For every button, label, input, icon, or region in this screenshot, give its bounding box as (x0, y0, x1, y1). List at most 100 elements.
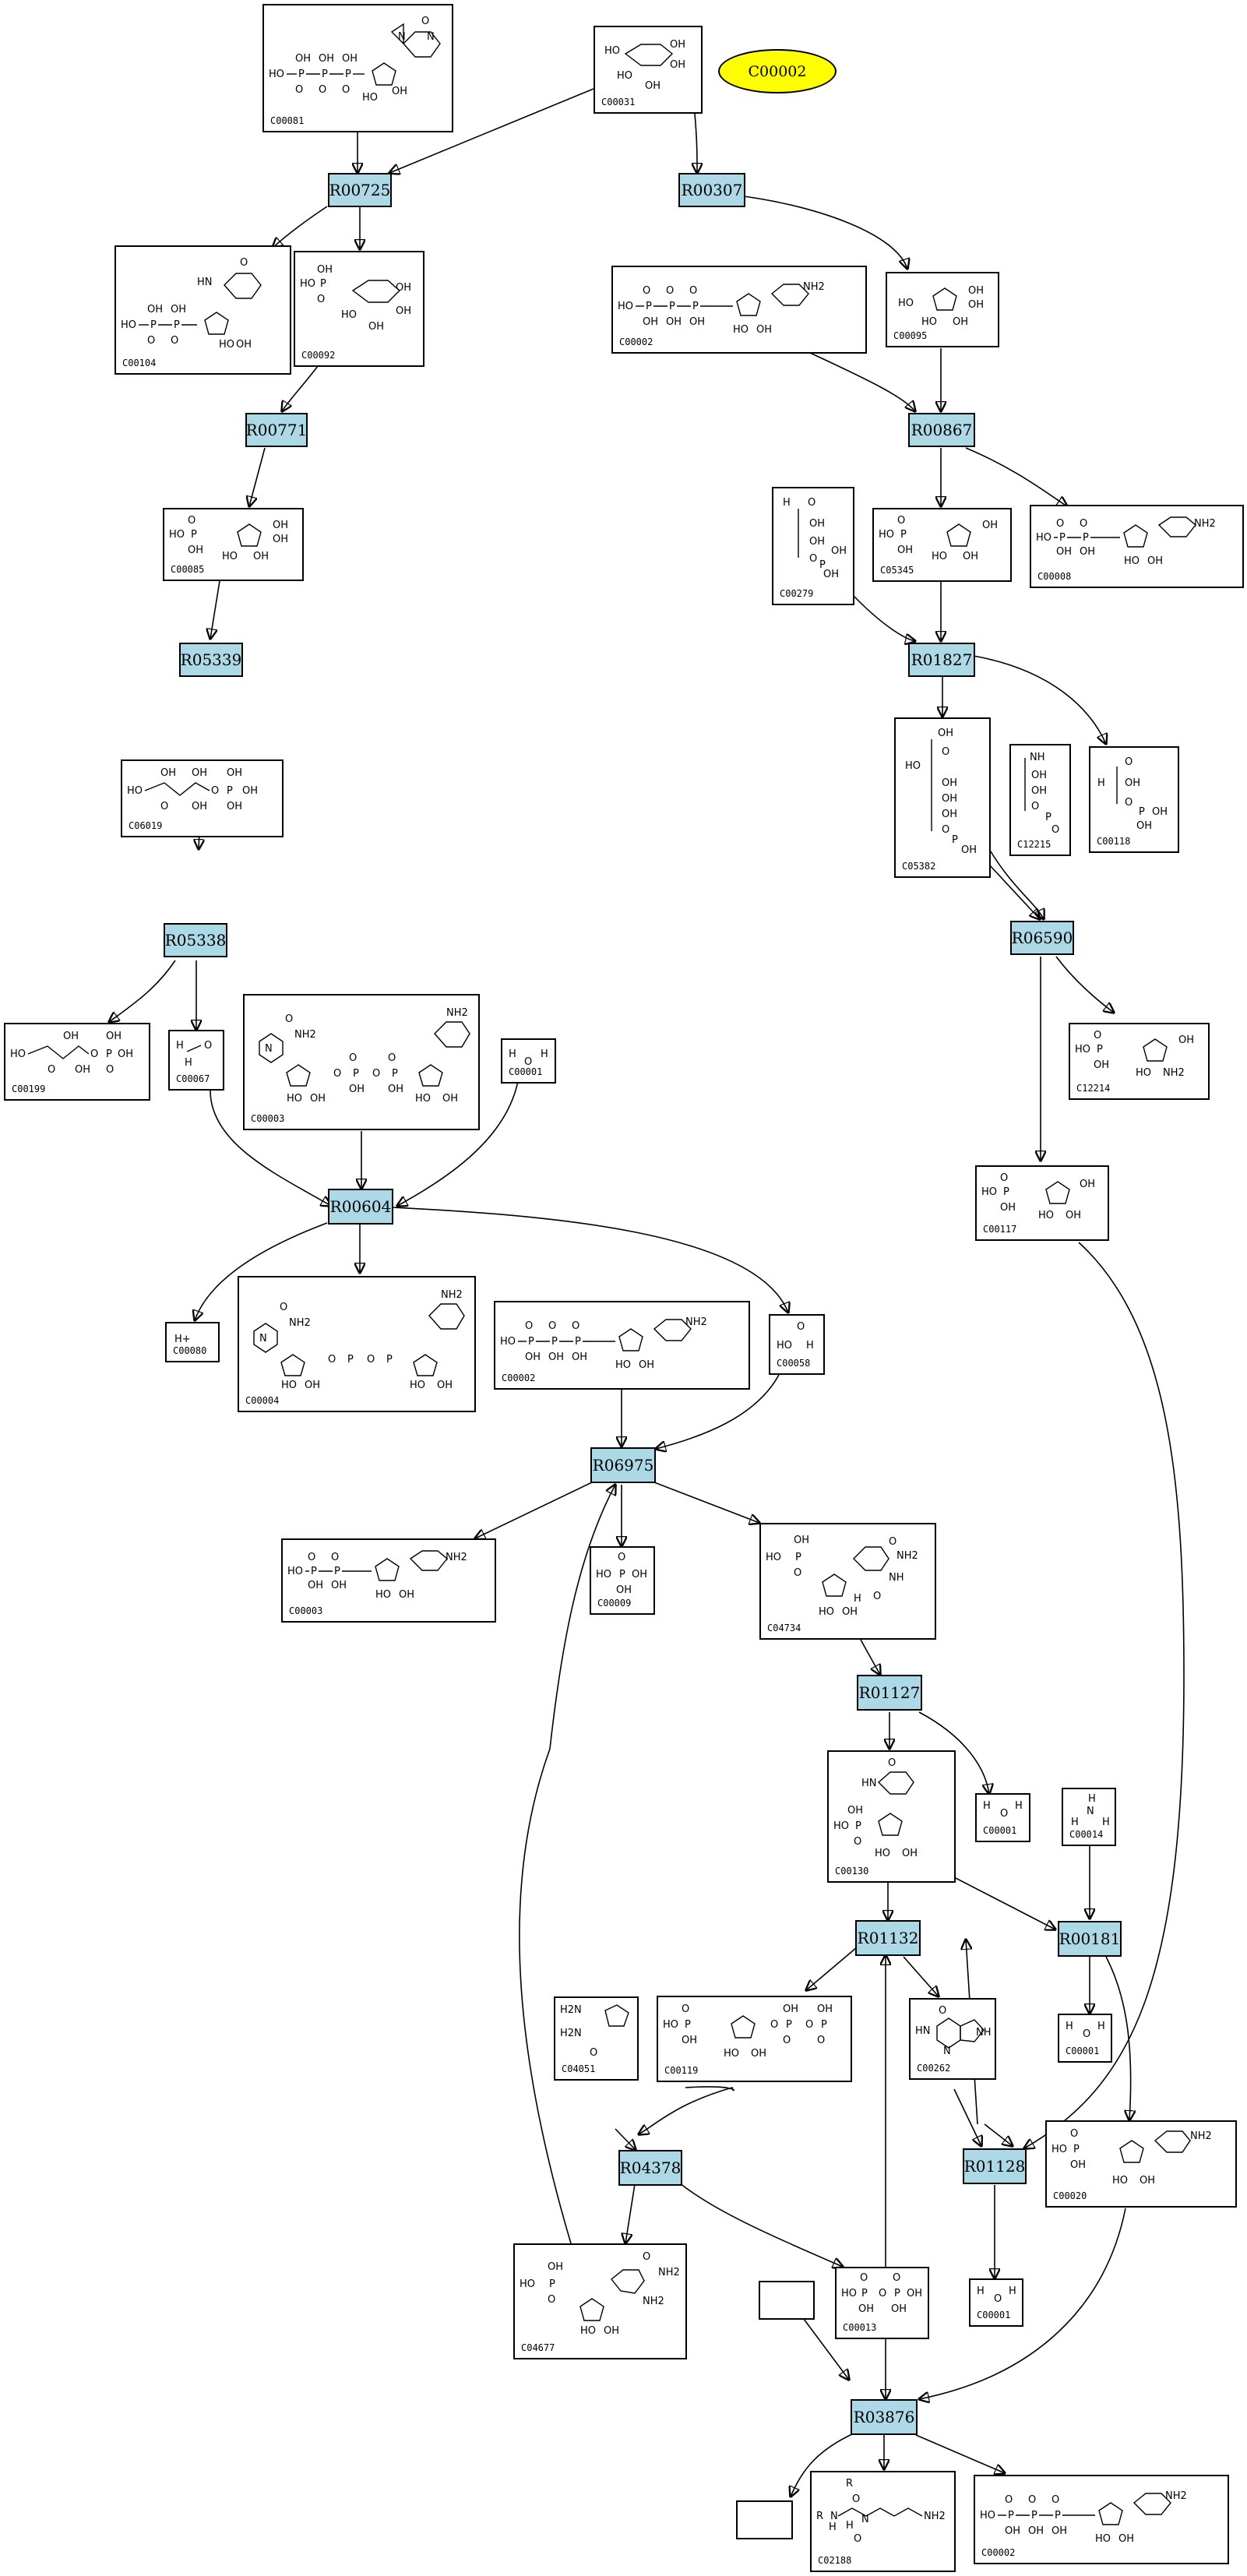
reaction-node[interactable]: R03876 (851, 2399, 918, 2435)
compound-id: C00031 (601, 97, 636, 107)
compound-id: C00003 (289, 1605, 323, 1616)
svg-text:H: H (1097, 2021, 1105, 2032)
svg-text:OH: OH (1152, 806, 1168, 818)
svg-text:O: O (939, 2005, 946, 2017)
reaction-node[interactable]: R06590 (1010, 921, 1074, 955)
svg-text:P: P (861, 2288, 868, 2299)
svg-text:H: H (806, 1340, 814, 1351)
reaction-node[interactable]: R00771 (245, 413, 308, 447)
svg-text:O: O (893, 2272, 900, 2284)
svg-text:OH: OH (319, 53, 334, 65)
svg-text:HO: HO (1124, 555, 1140, 567)
reaction-node[interactable]: R01827 (908, 643, 975, 677)
edge (397, 1080, 519, 1206)
svg-text:O: O (106, 1064, 114, 1076)
svg-text:OH: OH (548, 1351, 564, 1363)
svg-text:P: P (191, 529, 197, 541)
svg-text:OH: OH (192, 801, 207, 812)
svg-text:HO: HO (663, 2019, 678, 2031)
reaction-node[interactable]: R00604 (328, 1189, 393, 1225)
svg-text:OH: OH (1000, 1202, 1016, 1214)
svg-text:OH: OH (525, 1351, 541, 1363)
svg-text:P: P (646, 301, 652, 312)
reaction-node[interactable]: R04378 (618, 2150, 682, 2186)
svg-text:NH2: NH2 (643, 2296, 664, 2307)
svg-text:P: P (619, 1569, 625, 1580)
svg-text:OH: OH (942, 793, 957, 805)
svg-text:OH: OH (1178, 1034, 1194, 1046)
compound-node-empty[interactable] (736, 2500, 793, 2539)
svg-text:HO: HO (898, 298, 914, 309)
edge (965, 447, 1067, 506)
reaction-node[interactable]: R06975 (590, 1447, 656, 1483)
compound-node[interactable]: H+ C00080 (165, 1322, 220, 1362)
compound-badge[interactable]: C00002 (718, 49, 837, 93)
compound-node-empty[interactable] (759, 2281, 815, 2320)
svg-text:NH2: NH2 (446, 1007, 468, 1019)
edge (615, 2128, 636, 2150)
reaction-node[interactable]: R01128 (963, 2148, 1027, 2184)
svg-text:HO: HO (618, 301, 633, 312)
svg-text:P: P (227, 785, 233, 797)
reaction-node[interactable]: R05338 (164, 923, 227, 957)
svg-text:O: O (240, 257, 248, 269)
svg-text:HO: HO (604, 45, 620, 57)
compound-id: C00279 (780, 588, 814, 599)
svg-text:O: O (590, 2047, 597, 2059)
svg-text:P: P (528, 1336, 534, 1348)
svg-text:HO: HO (615, 1359, 631, 1371)
reaction-node[interactable]: R00867 (908, 413, 975, 447)
reaction-node[interactable]: R01132 (855, 1920, 921, 1956)
reaction-node[interactable]: R00725 (328, 173, 392, 207)
svg-text:P: P (819, 559, 826, 571)
reaction-node[interactable]: R01127 (857, 1675, 922, 1711)
svg-text:P: P (311, 1566, 317, 1577)
reaction-node[interactable]: R05339 (179, 643, 243, 677)
svg-text:P: P (174, 319, 180, 331)
compound-id: C00008 (1037, 571, 1072, 582)
reaction-node[interactable]: R00181 (1058, 1921, 1122, 1957)
reaction-node[interactable]: R00307 (678, 173, 745, 207)
svg-text:H: H (176, 1040, 184, 1052)
edge (1105, 1956, 1131, 2120)
